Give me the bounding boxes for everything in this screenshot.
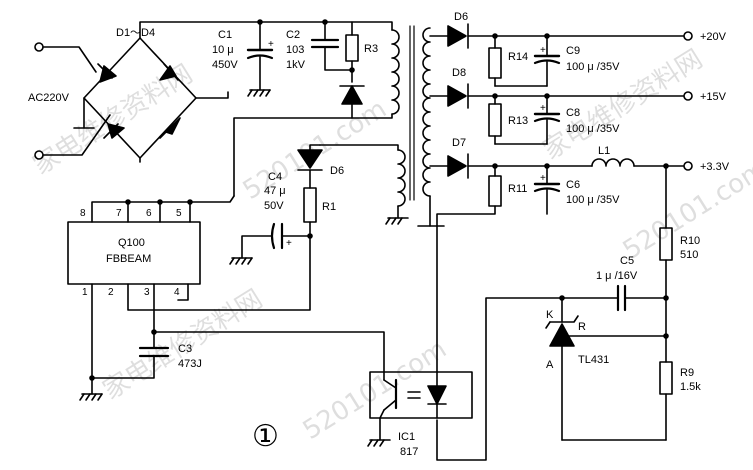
tl431-regulator (549, 323, 575, 347)
resistor-r13 (488, 103, 502, 137)
aux-winding (397, 149, 406, 207)
c3-value: 473J (178, 358, 202, 370)
c2-value: 103 (286, 44, 304, 56)
diode-d8 (447, 85, 467, 107)
diode-d7 (447, 155, 467, 177)
c1-value: 10 μ (212, 44, 234, 56)
snubber-diode (341, 85, 363, 105)
output-15v-label: +15V (700, 91, 727, 103)
c2-voltage: 1kV (286, 59, 306, 71)
secondary-winding (422, 27, 431, 197)
transformer (233, 21, 445, 227)
tl431-name: TL431 (578, 354, 609, 366)
aux-supply: D6 R1 + C4 47 μ 50V (229, 144, 344, 265)
c1-voltage: 450V (212, 59, 238, 71)
primary-winding (391, 29, 400, 115)
resistor-r9 (659, 361, 673, 395)
ic1-name: IC1 (398, 431, 415, 443)
terminal-20v (683, 31, 693, 41)
c8-value: 100 μ /35V (566, 123, 620, 135)
snubber-network: C2 103 1kV R3 (257, 19, 378, 119)
c3-name: C3 (178, 343, 192, 355)
pin-3: 3 (144, 287, 150, 298)
pin-2: 2 (108, 287, 114, 298)
resistor-r1 (303, 187, 317, 223)
svg-text:+: + (540, 103, 546, 114)
timing-capacitor-c3: C3 473J (79, 329, 385, 401)
ic-name: Q100 (118, 237, 145, 249)
c4-name: C4 (268, 171, 282, 183)
tl431-r-label: R (578, 321, 586, 333)
d8-name: D8 (452, 67, 466, 79)
input-label: AC220V (28, 92, 70, 104)
resistor-r14 (488, 47, 502, 79)
optocoupler-ic1: IC1 817 (367, 371, 473, 458)
capacitor-c1: + C1 10 μ 450V (212, 21, 274, 97)
terminal-3v3 (683, 161, 693, 171)
pin-5: 5 (176, 208, 182, 219)
controller-ic-q100: Q100 FBBEAM 8 7 6 5 1 2 3 4 (67, 195, 311, 379)
svg-text:+: + (540, 45, 546, 56)
output-3v3-rail: D7 L1 +3.3V R11 + C6 100 μ /35V (429, 137, 730, 373)
c6-name: C6 (566, 179, 580, 191)
c4-value: 47 μ (264, 185, 286, 197)
r9-value: 1.5k (680, 381, 701, 393)
c6-value: 100 μ /35V (566, 194, 620, 206)
c5-name: C5 (620, 255, 634, 267)
ic-part: FBBEAM (106, 253, 151, 265)
svg-text:+: + (540, 173, 546, 184)
svg-text:+: + (268, 39, 274, 50)
bridge-label: D1～D4 (116, 27, 155, 39)
l1-name: L1 (598, 145, 610, 157)
inductor-l1 (591, 158, 635, 167)
watermark-text-2: 家电维修资料网 (538, 44, 708, 166)
r13-name: R13 (508, 115, 528, 127)
input-terminal-bottom (34, 150, 44, 160)
c8-name: C8 (566, 107, 580, 119)
output-20v-label: +20V (700, 31, 727, 43)
c1-name: C1 (218, 29, 232, 41)
opto-led (427, 385, 447, 405)
r1-name: R1 (322, 201, 336, 213)
c9-name: C9 (566, 45, 580, 57)
r10-value: 510 (680, 249, 698, 261)
r9-name: R9 (680, 367, 694, 379)
pin-8: 8 (80, 208, 86, 219)
diode-d6-aux (297, 149, 323, 169)
resistor-r3 (345, 34, 359, 62)
ic1-part: 817 (400, 446, 418, 458)
pin-6: 6 (146, 208, 152, 219)
pin-7: 7 (116, 208, 122, 219)
r14-name: R14 (508, 51, 528, 63)
svg-text:+: + (286, 238, 292, 249)
feedback-network: R10 510 C5 1 μ /16V K R A TL431 R9 1.5k (436, 165, 701, 461)
output-20v-rail: D6 +20V R14 + C9 100 μ /35V (429, 11, 727, 87)
d6-aux-name: D6 (330, 165, 344, 177)
r3-name: R3 (364, 43, 378, 55)
resistor-r11 (488, 175, 502, 207)
figure-number: ① (252, 420, 279, 453)
output-15v-rail: D8 +15V R13 + C8 100 μ /35V (429, 67, 727, 145)
c4-voltage: 50V (264, 200, 284, 212)
pin-1: 1 (82, 287, 88, 298)
pin-4: 4 (174, 287, 180, 298)
input-terminal-top (34, 42, 44, 52)
bridge-diode-2 (159, 65, 177, 81)
c5-value: 1 μ /16V (596, 270, 638, 282)
c9-value: 100 μ /35V (566, 61, 620, 73)
d7-name: D7 (452, 137, 466, 149)
r11-name: R11 (508, 183, 527, 195)
tl431-k-label: K (546, 309, 554, 321)
output-3v3-label: +3.3V (700, 161, 730, 173)
terminal-15v (683, 91, 693, 101)
tl431-a-label: A (546, 359, 554, 371)
d6-output-name: D6 (454, 11, 468, 23)
bridge-rectifier: D1～D4 (73, 21, 326, 163)
c2-name: C2 (286, 29, 300, 41)
r10-name: R10 (680, 235, 700, 247)
watermark-url-2: 520101.com (298, 334, 452, 446)
ac-input: AC220V (28, 42, 111, 160)
diode-d6-output (447, 25, 467, 47)
